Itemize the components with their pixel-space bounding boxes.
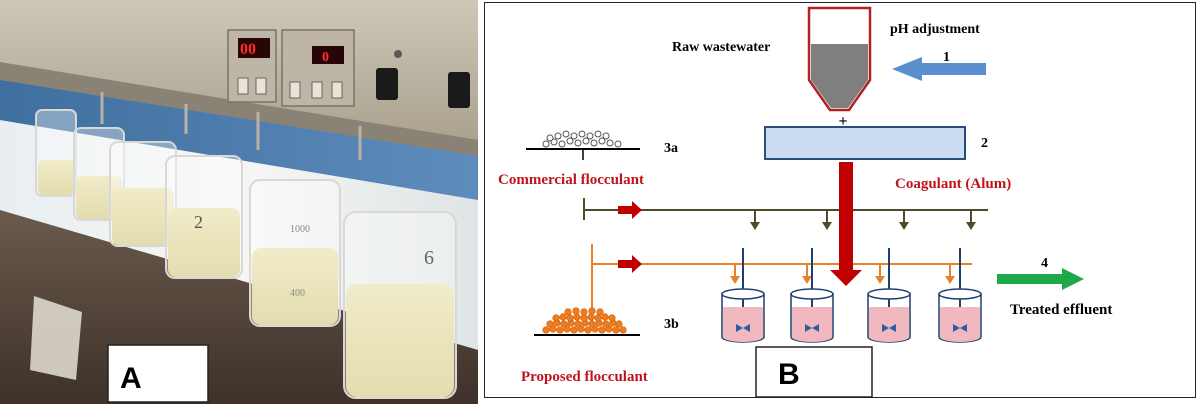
beaker-volume-mark: 1000 <box>290 224 310 235</box>
plus-sign: + <box>838 113 847 130</box>
raw-wastewater-tank <box>807 6 872 112</box>
beaker-hand-label: 6 <box>424 247 434 269</box>
commercial-flocculant-pile <box>526 130 640 160</box>
proposed-flocculant-pile <box>534 307 640 336</box>
step-1-label: 1 <box>943 50 950 65</box>
proposed-feed-arrow <box>618 255 642 273</box>
step-3a-label: 3a <box>664 141 678 156</box>
commercial-flocculant-line <box>583 198 988 224</box>
coagulant-label: Coagulant (Alum) <box>895 176 1011 192</box>
panel-b-label: B <box>778 358 800 391</box>
beaker-volume-mark: 400 <box>290 288 305 299</box>
panel-button[interactable] <box>237 77 249 95</box>
commercial-feed-arrow <box>618 201 642 219</box>
panel-button[interactable] <box>289 81 301 99</box>
beaker-4: 2 <box>165 155 243 279</box>
jar-4 <box>938 248 982 343</box>
commercial-flocculant-label: Commercial flocculant <box>498 172 644 188</box>
jar-2 <box>790 248 834 343</box>
control-panel: 00 0 <box>227 29 470 108</box>
power-switch[interactable] <box>448 72 470 108</box>
panel-button[interactable] <box>331 81 343 99</box>
panel-a-label: A <box>120 362 142 395</box>
beaker-hand-label: 2 <box>194 212 203 232</box>
speed-display: 0 <box>322 50 329 65</box>
beaker-3 <box>109 141 177 247</box>
beaker-5: 1000 400 <box>249 179 341 327</box>
proposed-flocculant-label: Proposed flocculant <box>521 369 648 385</box>
step-4-label: 4 <box>1041 256 1048 271</box>
power-switch[interactable] <box>376 68 398 100</box>
jar-3 <box>867 248 911 343</box>
coagulant-arrow <box>830 162 862 286</box>
commercial-dose-arrows <box>750 222 976 230</box>
raw-wastewater-label: Raw wastewater <box>672 40 770 55</box>
jar-test-photo: 00 0 2 1000 <box>0 0 478 404</box>
process-diagram: Raw wastewater pH adjustment 1 + 2 3a Co… <box>484 2 1196 398</box>
panel-a-label-box <box>107 344 209 403</box>
treated-effluent-label: Treated effluent <box>1010 302 1112 318</box>
beaker-1 <box>35 109 77 197</box>
step-2-label: 2 <box>981 136 988 151</box>
ph-adjustment-label: pH adjustment <box>890 22 980 37</box>
proposed-dose-arrows <box>730 276 955 284</box>
ph-adjustment-arrow <box>892 57 986 81</box>
jar-1 <box>721 248 765 343</box>
beaker-6: 6 <box>343 211 457 399</box>
mixing-box <box>764 126 966 160</box>
timer-display: 00 <box>240 41 256 58</box>
step-3b-label: 3b <box>664 317 679 332</box>
panel-button[interactable] <box>255 77 267 95</box>
panel-button[interactable] <box>311 81 323 99</box>
treated-effluent-arrow <box>997 268 1084 290</box>
panel-b-label-box <box>755 346 873 398</box>
